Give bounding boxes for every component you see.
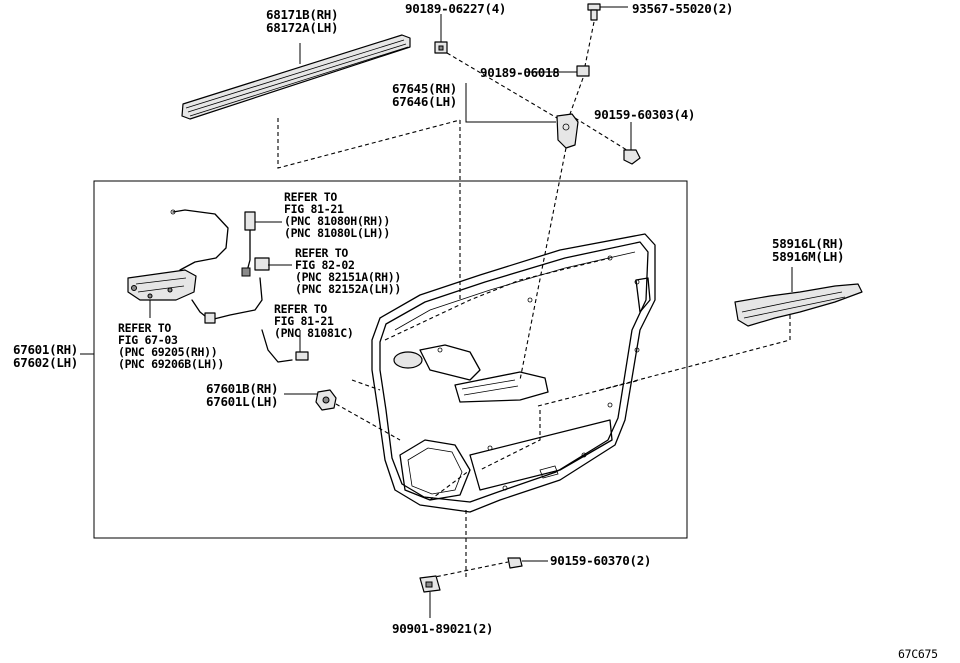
label-ref-fig-81-21-a: REFER TO FIG 81-21 (PNC 81080H(RH)) (PNC… xyxy=(284,190,390,240)
label-screw-93567-55020: 93567-55020(2) xyxy=(632,1,734,16)
clip-90901-89021-part xyxy=(419,575,441,593)
belt-moulding-part xyxy=(181,34,411,120)
label-clip-90189-06227: 90189-06227(4) xyxy=(405,1,507,16)
label-ref-fig-81-21-b: REFER TO FIG 81-21 (PNC 81081C) xyxy=(274,302,354,340)
label-screw-90159-60370: 90159-60370(2) xyxy=(550,553,652,568)
screw-93567-55020-part xyxy=(587,3,601,21)
label-clip-90189-06018: 90189-06018 xyxy=(480,65,560,80)
label-ref-fig-67-03: REFER TO FIG 67-03 (PNC 69205(RH)) (PNC … xyxy=(118,321,224,371)
inner-door-handle-part xyxy=(127,269,197,301)
armrest-58916-part xyxy=(734,283,863,327)
label-ref-fig-82-02: REFER TO FIG 82-02 (PNC 82151A(RH)) (PNC… xyxy=(295,246,401,296)
figure-code: 67C675 xyxy=(898,647,938,661)
door-trim-board-part xyxy=(371,233,656,513)
label-bracket-67645: 67645(RH) 67646(LH) xyxy=(392,81,458,109)
clip-90189-06018-part xyxy=(576,65,590,77)
clip-90189-06227-part xyxy=(434,41,448,54)
label-screw-90159-60303: 90159-60303(4) xyxy=(594,107,696,122)
screw-90159-60370-part xyxy=(507,557,523,569)
wire-harness-part xyxy=(170,209,309,363)
clip-67601B-part xyxy=(315,389,337,411)
label-clip-90901-89021: 90901-89021(2) xyxy=(392,621,494,636)
label-trim-67601B: 67601B(RH) 67601L(LH) xyxy=(206,381,279,409)
bracket-67645-part xyxy=(556,113,579,149)
label-armrest-58916: 58916L(RH) 58916M(LH) xyxy=(772,236,845,264)
screw-90159-60303-part xyxy=(623,149,641,165)
label-belt-moulding: 68171B(RH) 68172A(LH) xyxy=(266,7,339,35)
assembly-frame xyxy=(93,180,688,539)
label-trim-board-67601: 67601(RH) 67602(LH) xyxy=(13,342,79,370)
